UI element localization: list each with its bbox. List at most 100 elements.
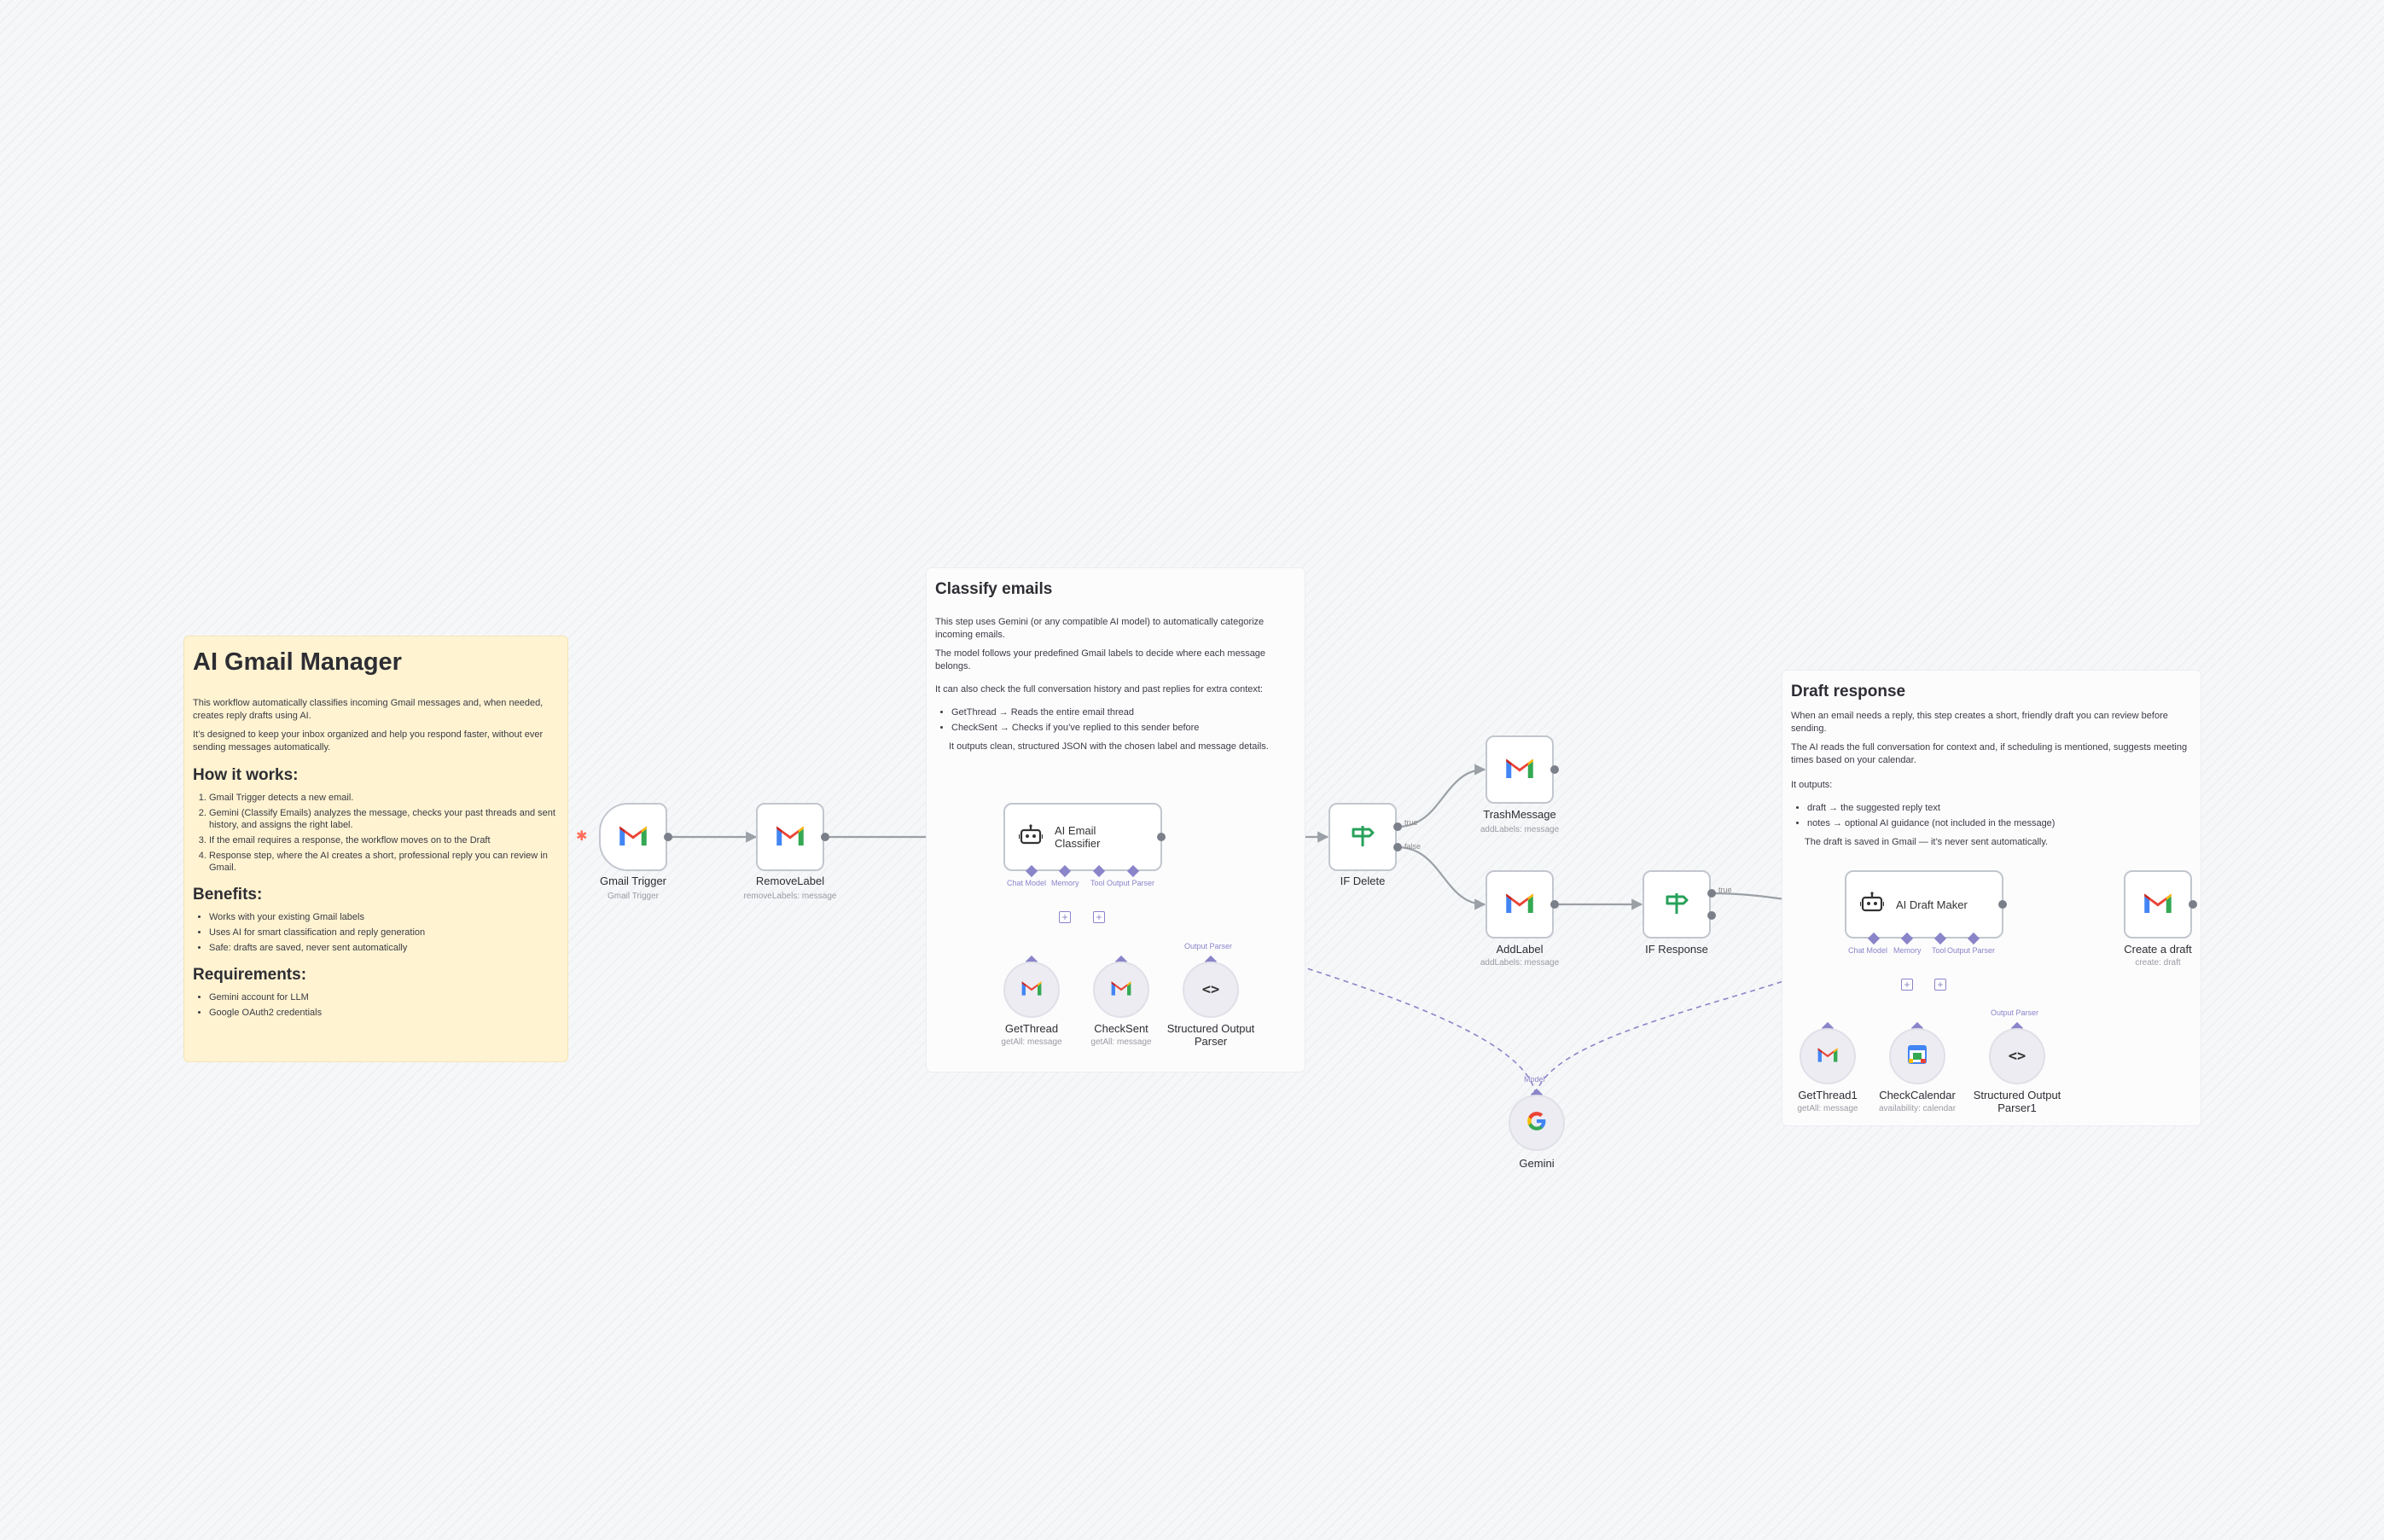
node-label: CheckCalendar xyxy=(1879,1089,1956,1101)
gmail-icon xyxy=(1020,979,1043,1001)
port-label: Output Parser xyxy=(1947,946,1996,955)
requirements-heading: Requirements: xyxy=(193,966,307,984)
output-port[interactable] xyxy=(1550,900,1559,909)
output-port[interactable] xyxy=(2189,900,2197,909)
list-item: Response step, where the AI creates a sh… xyxy=(209,850,559,874)
node-subtitle: getAll: message xyxy=(1797,1104,1858,1113)
node-get-thread[interactable] xyxy=(1003,962,1060,1018)
port-label: Model xyxy=(1524,1075,1545,1084)
output-port-false[interactable] xyxy=(1707,911,1716,920)
list-item: Google OAuth2 credentials xyxy=(209,1007,559,1019)
node-subtitle: availability: calendar xyxy=(1878,1104,1957,1113)
gmail-icon xyxy=(1504,891,1535,919)
node-create-draft[interactable] xyxy=(2124,870,2192,939)
output-port[interactable] xyxy=(1157,833,1166,841)
draft-list: draft → the suggested reply text notes →… xyxy=(1791,802,2192,829)
node-label: AddLabel xyxy=(1496,943,1544,956)
code-brackets-icon: <> xyxy=(2008,1048,2026,1065)
robot-icon xyxy=(1017,823,1044,851)
list-item: Gemini account for LLM xyxy=(209,991,559,1003)
gmail-icon xyxy=(1504,756,1535,784)
add-tool-button[interactable]: + xyxy=(1093,911,1105,923)
node-gmail-trigger[interactable] xyxy=(599,803,667,871)
port-label: Output Parser xyxy=(1991,1008,2039,1017)
google-calendar-icon xyxy=(1907,1044,1928,1069)
node-if-delete[interactable] xyxy=(1329,803,1397,871)
node-label: Create a draft xyxy=(2124,943,2192,956)
output-port[interactable] xyxy=(664,833,672,841)
requirements-list: Gemini account for LLM Google OAuth2 cre… xyxy=(193,991,559,1019)
node-check-calendar[interactable] xyxy=(1889,1028,1945,1084)
node-remove-label[interactable] xyxy=(756,803,824,871)
node-add-label[interactable] xyxy=(1486,870,1554,939)
node-ai-draft-maker[interactable]: AI Draft Maker xyxy=(1845,870,2003,939)
node-get-thread1[interactable] xyxy=(1800,1028,1856,1084)
classify-title: Classify emails xyxy=(935,580,1053,598)
node-subtitle: addLabels: message xyxy=(1480,958,1560,968)
draft-paragraph-3: It outputs: xyxy=(1791,780,1833,790)
if-signpost-icon xyxy=(1664,890,1689,920)
classify-list: GetThread → Reads the entire email threa… xyxy=(935,706,1296,734)
gmail-icon xyxy=(2143,891,2173,919)
port-label: Output Parser xyxy=(1107,879,1155,887)
node-subtitle: getAll: message xyxy=(1001,1037,1062,1047)
node-label: RemoveLabel xyxy=(755,875,825,887)
node-structured-output-parser1[interactable]: <> xyxy=(1989,1028,2045,1084)
list-item: Gemini (Classify Emails) analyzes the me… xyxy=(209,807,559,831)
classify-paragraph-4: It outputs clean, structured JSON with t… xyxy=(949,741,1269,752)
output-port-true[interactable] xyxy=(1393,822,1402,831)
port-label: Chat Model xyxy=(1007,879,1047,887)
node-structured-output-parser[interactable]: <> xyxy=(1183,962,1239,1018)
list-item: Works with your existing Gmail labels xyxy=(209,911,559,923)
add-memory-button[interactable]: + xyxy=(1901,979,1913,991)
benefits-heading: Benefits: xyxy=(193,886,263,904)
list-item: notes → optional AI guidance (not includ… xyxy=(1807,817,2192,829)
node-subtitle: getAll: message xyxy=(1090,1037,1152,1047)
google-g-icon xyxy=(1526,1110,1548,1136)
node-check-sent[interactable] xyxy=(1093,962,1149,1018)
node-if-response[interactable] xyxy=(1643,870,1711,939)
list-item: draft → the suggested reply text xyxy=(1807,802,2192,814)
sticky-note-intro[interactable]: AI Gmail Manager This workflow automatic… xyxy=(183,636,568,1062)
node-label: IF Delete xyxy=(1340,875,1386,887)
node-gemini[interactable] xyxy=(1509,1095,1565,1151)
intro-title: AI Gmail Manager xyxy=(193,648,402,676)
port-label: false xyxy=(1404,842,1422,851)
add-tool-button[interactable]: + xyxy=(1934,979,1946,991)
classify-paragraph-2: The model follows your predefined Gmail … xyxy=(935,648,1266,671)
gmail-icon xyxy=(1110,979,1132,1001)
benefits-list: Works with your existing Gmail labels Us… xyxy=(193,911,559,954)
add-memory-button[interactable]: + xyxy=(1059,911,1071,923)
port-label: Tool xyxy=(1090,879,1105,887)
how-it-works-heading: How it works: xyxy=(193,766,299,784)
if-signpost-icon xyxy=(1350,822,1375,852)
output-port[interactable] xyxy=(821,833,829,841)
robot-icon xyxy=(1858,891,1886,918)
node-label: CheckSent xyxy=(1094,1022,1148,1035)
node-label: AI Draft Maker xyxy=(1896,898,1968,911)
node-label: GetThread xyxy=(1004,1022,1059,1035)
gmail-icon xyxy=(775,823,805,851)
draft-paragraph-1: When an email needs a reply, this step c… xyxy=(1791,711,2168,734)
code-brackets-icon: <> xyxy=(1201,981,1220,998)
output-port[interactable] xyxy=(1998,900,2007,909)
output-port[interactable] xyxy=(1550,765,1559,774)
port-label: true xyxy=(1404,818,1418,827)
port-label: Output Parser xyxy=(1184,942,1233,950)
node-trash-message[interactable] xyxy=(1486,735,1554,804)
output-port-true[interactable] xyxy=(1707,889,1716,898)
lightning-bolt-icon: ✱ xyxy=(576,829,588,844)
node-subtitle: addLabels: message xyxy=(1480,825,1560,834)
port-label: Chat Model xyxy=(1848,946,1888,955)
node-label: Gemini xyxy=(1519,1157,1555,1170)
draft-paragraph-2: The AI reads the full conversation for c… xyxy=(1791,742,2188,765)
output-port-false[interactable] xyxy=(1393,843,1402,851)
gmail-icon xyxy=(1817,1046,1839,1067)
classify-paragraph-1: This step uses Gemini (or any compatible… xyxy=(935,617,1265,640)
list-item: If the email requires a response, the wo… xyxy=(209,834,559,846)
